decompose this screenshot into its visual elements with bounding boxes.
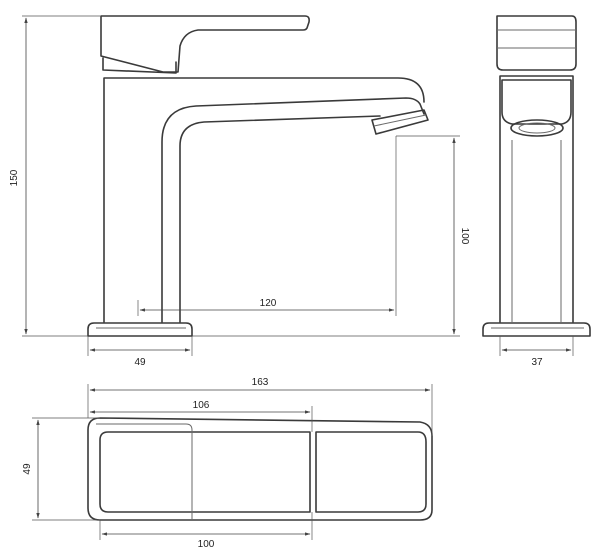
aerator-line: [373, 114, 427, 127]
spout-aerator: [371, 109, 429, 135]
top-spout: [315, 431, 427, 513]
tap-spout: [161, 97, 425, 323]
tap-spout-inner: [179, 115, 381, 323]
dim-top-width: 49: [22, 463, 33, 475]
dim-base-width-front: 49: [134, 357, 146, 368]
tap-base: [87, 322, 193, 337]
dim-spout-reach: 120: [260, 298, 277, 309]
top-lever: [99, 431, 311, 513]
top-base: [96, 423, 193, 520]
lever-handle-neck: [102, 57, 177, 74]
top-outline: [87, 417, 433, 521]
side-base: [482, 322, 591, 337]
front-view: [87, 15, 429, 337]
dim-lever-length: 106: [193, 400, 210, 411]
top-view: [87, 417, 433, 521]
dim-base-width-side: 37: [531, 357, 543, 368]
dim-total-length: 163: [252, 377, 269, 388]
tap-body: [103, 77, 425, 323]
side-aerator-inner: [518, 122, 556, 134]
side-lever: [496, 15, 577, 71]
dim-spout-height: 100: [459, 228, 470, 245]
dim-total-height: 150: [9, 169, 20, 186]
side-spout-head: [501, 79, 572, 125]
dimension-labels: 150 100 120 49 37 163 106 49 100: [9, 169, 543, 550]
dimension-lines: [22, 15, 574, 540]
dim-top-base-length: 100: [198, 539, 215, 550]
side-aerator: [510, 119, 564, 137]
side-body: [499, 75, 574, 323]
side-view: [482, 15, 591, 337]
lever-handle: [100, 15, 310, 73]
